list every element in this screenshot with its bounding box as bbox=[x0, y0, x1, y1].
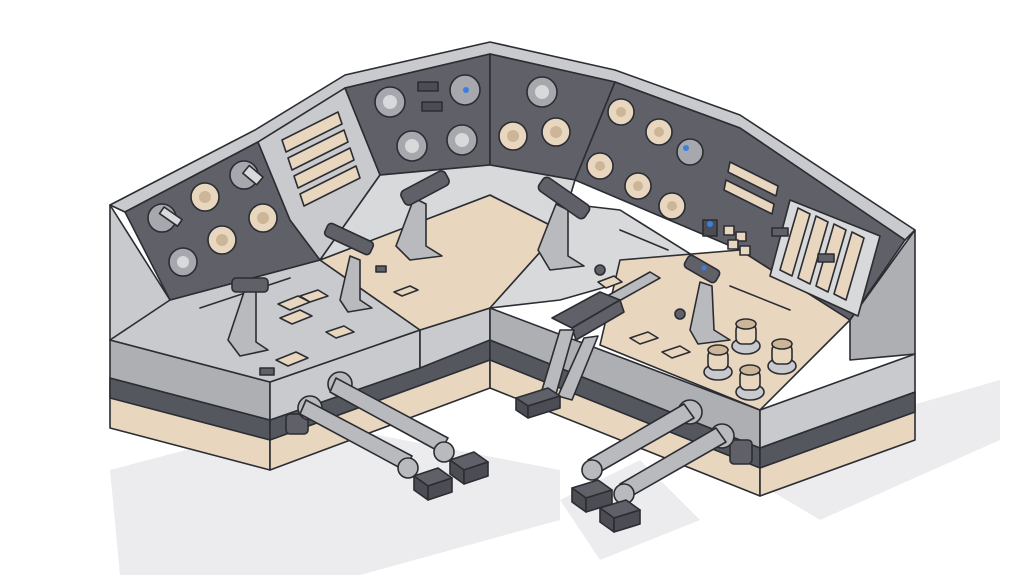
rotary-knob-icon bbox=[645, 118, 673, 146]
center-linkage bbox=[515, 291, 625, 419]
slide-lever-icon bbox=[400, 170, 450, 206]
rotary-knob-icon bbox=[396, 130, 428, 162]
panel3-knobs bbox=[374, 74, 481, 162]
indicator-light-icon bbox=[701, 265, 707, 271]
rotary-knob-icon bbox=[735, 364, 765, 401]
push-button-icon bbox=[393, 285, 419, 297]
rotary-knob-icon bbox=[498, 121, 528, 151]
push-button-icon bbox=[275, 351, 309, 367]
rotary-knob-icon bbox=[767, 338, 797, 375]
indicator-light-icon bbox=[417, 81, 439, 92]
toggle-switch-icon bbox=[676, 138, 704, 166]
foot-pedal-icon bbox=[449, 451, 489, 485]
foot-pedal-icon bbox=[413, 467, 453, 501]
vent-slats-icon bbox=[723, 161, 779, 215]
rotary-knob-icon bbox=[168, 247, 198, 277]
rotary-knob-icon bbox=[374, 86, 406, 118]
panel5-controls bbox=[586, 98, 881, 317]
push-button-icon bbox=[597, 275, 623, 289]
indicator-light-icon bbox=[421, 101, 443, 112]
foot-pedal-icon bbox=[571, 479, 613, 513]
panel1-knobs bbox=[147, 160, 278, 277]
center-desk-controls bbox=[395, 170, 661, 307]
rotary-knob-icon bbox=[541, 117, 571, 147]
rotary-knob-icon bbox=[147, 203, 183, 233]
rotary-knob-icon bbox=[624, 172, 652, 200]
toggle-switch-icon bbox=[229, 160, 264, 190]
foot-pedal-icon bbox=[515, 387, 561, 419]
rotary-knob-icon bbox=[446, 124, 478, 156]
slide-lever-icon bbox=[771, 227, 789, 237]
push-button-icon bbox=[277, 289, 329, 325]
push-button-icon bbox=[661, 345, 691, 359]
rotary-knob-icon bbox=[607, 98, 635, 126]
rotary-knob-icon bbox=[658, 192, 686, 220]
rotary-knob-icon bbox=[586, 152, 614, 180]
rotary-knob-icon bbox=[703, 344, 733, 381]
rotary-knob-icon bbox=[207, 225, 237, 255]
desk-surfaces bbox=[109, 194, 851, 411]
vent-slats-icon bbox=[281, 111, 361, 207]
push-button-icon bbox=[723, 225, 751, 256]
right-pedal-assembly bbox=[571, 399, 753, 533]
rotary-knob-icon bbox=[190, 182, 220, 212]
rotary-knob-icon bbox=[248, 203, 278, 233]
right-desk-controls bbox=[629, 254, 797, 401]
slider-bank bbox=[769, 199, 881, 317]
foot-pedal-icon bbox=[599, 499, 641, 533]
slide-lever-icon bbox=[323, 222, 375, 256]
slide-lever-icon bbox=[817, 253, 835, 263]
left-desk-controls bbox=[199, 222, 419, 376]
push-button-icon bbox=[629, 331, 659, 345]
rotary-knob-icon bbox=[449, 74, 481, 106]
rotary-knob-icon bbox=[731, 318, 761, 355]
left-pedal-assembly bbox=[285, 371, 489, 501]
slide-lever-icon bbox=[231, 277, 269, 293]
rotary-knob-icon bbox=[526, 76, 558, 108]
slide-lever-icon bbox=[537, 176, 591, 220]
panel4-knobs bbox=[498, 76, 571, 151]
push-button-icon bbox=[325, 325, 355, 339]
indicator-light-icon bbox=[702, 219, 718, 237]
